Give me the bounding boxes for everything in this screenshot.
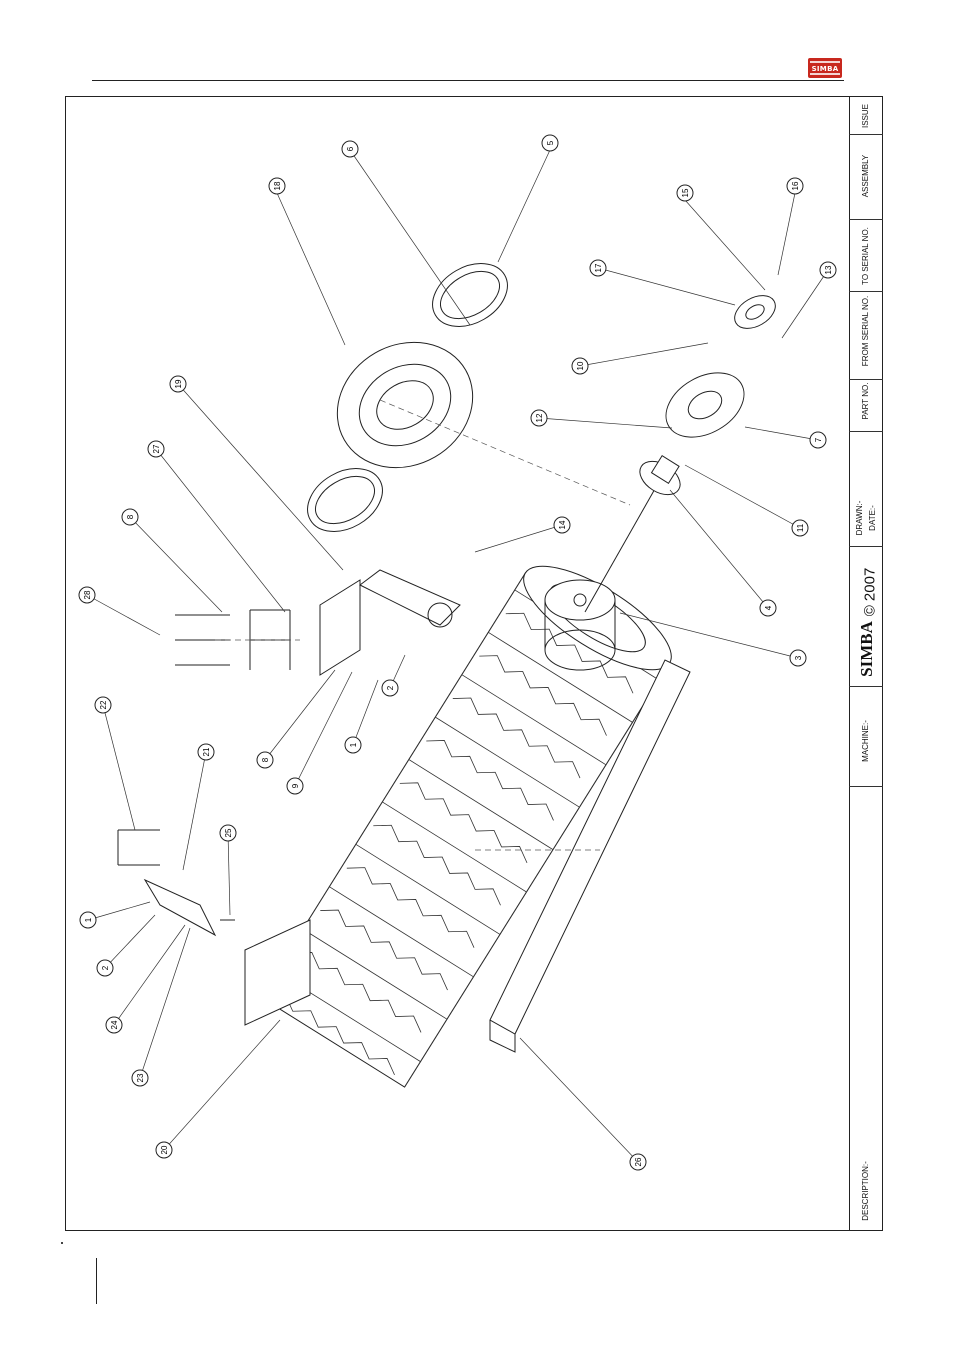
tb-divider-3 [849, 291, 883, 292]
binding-margin-line [96, 1258, 97, 1304]
tyre-exploded [296, 251, 518, 544]
callout-8-lower: 8 [261, 757, 270, 762]
issue-label-cell: ISSUE [849, 116, 883, 126]
machine-label: MACHINE:- [861, 720, 871, 762]
callout-5: 5 [546, 140, 555, 145]
callout-28: 28 [83, 590, 92, 599]
shaft [585, 480, 660, 612]
callout-2-upper: 2 [386, 685, 395, 690]
to-serial-cell: TO SERIAL NO. [849, 256, 883, 266]
callout-4: 4 [764, 605, 773, 610]
brand-mark: SIMBA [853, 612, 881, 686]
part-no-label: PART NO. [861, 383, 871, 420]
callout-23: 23 [136, 1073, 145, 1082]
callout-3: 3 [794, 655, 803, 660]
callout-19: 19 [174, 379, 183, 388]
callout-9: 9 [291, 783, 300, 788]
flange-hub [634, 449, 689, 501]
from-serial-cell: FROM SERIAL NO. [849, 331, 883, 341]
callout-24: 24 [110, 1020, 119, 1029]
tb-divider-6 [849, 546, 883, 547]
callout-1-upper: 1 [349, 742, 358, 747]
scraper-bracket [118, 830, 235, 935]
tb-divider-2 [849, 219, 883, 220]
tb-divider-1 [849, 134, 883, 135]
flange-plate [655, 360, 756, 450]
assembly-label: ASSEMBLY [861, 155, 871, 198]
part-no-cell: PART NO. [849, 401, 883, 411]
callout-8-top: 8 [126, 514, 135, 519]
callout-14: 14 [558, 520, 567, 529]
callout-13: 13 [824, 265, 833, 274]
callout-15: 15 [681, 188, 690, 197]
callout-7: 7 [814, 437, 823, 442]
tb-divider-8 [849, 786, 883, 787]
brand-text: SIMBA [857, 621, 877, 677]
callout-12: 12 [535, 413, 544, 422]
callout-26: 26 [634, 1157, 643, 1166]
callout-27: 27 [152, 444, 161, 453]
mounting-bracket [175, 570, 460, 675]
page-mark [61, 1242, 63, 1244]
from-serial-label: FROM SERIAL NO. [861, 296, 871, 366]
callout-25: 25 [224, 828, 233, 837]
callout-22: 22 [99, 700, 108, 709]
to-serial-label: TO SERIAL NO. [861, 227, 871, 285]
tb-divider-5 [849, 431, 883, 432]
callout-18: 18 [273, 181, 282, 190]
machine-cell: MACHINE:- [849, 741, 883, 751]
date-cell: DATE:- [856, 518, 890, 528]
copyright: © 2007 [860, 572, 880, 612]
description-cell: DESCRIPTION:- [849, 1191, 883, 1201]
bearing [729, 289, 781, 335]
callout-1-lower: 1 [84, 917, 93, 922]
callout-11: 11 [796, 523, 805, 532]
issue-label: ISSUE [861, 104, 871, 128]
callout-20: 20 [160, 1145, 169, 1154]
tb-divider-7 [849, 686, 883, 687]
copyright-text: © 2007 [862, 568, 879, 617]
description-label: DESCRIPTION:- [861, 1161, 871, 1221]
callout-17: 17 [594, 263, 603, 272]
assembly-label-cell: ASSEMBLY [849, 176, 883, 186]
callout-10: 10 [576, 361, 585, 370]
callout-16: 16 [791, 181, 800, 190]
callout-2-lower: 2 [101, 965, 110, 970]
date-label: DATE:- [868, 505, 878, 531]
callout-21: 21 [202, 747, 211, 756]
callout-6: 6 [346, 146, 355, 151]
tb-divider-4 [849, 379, 883, 380]
